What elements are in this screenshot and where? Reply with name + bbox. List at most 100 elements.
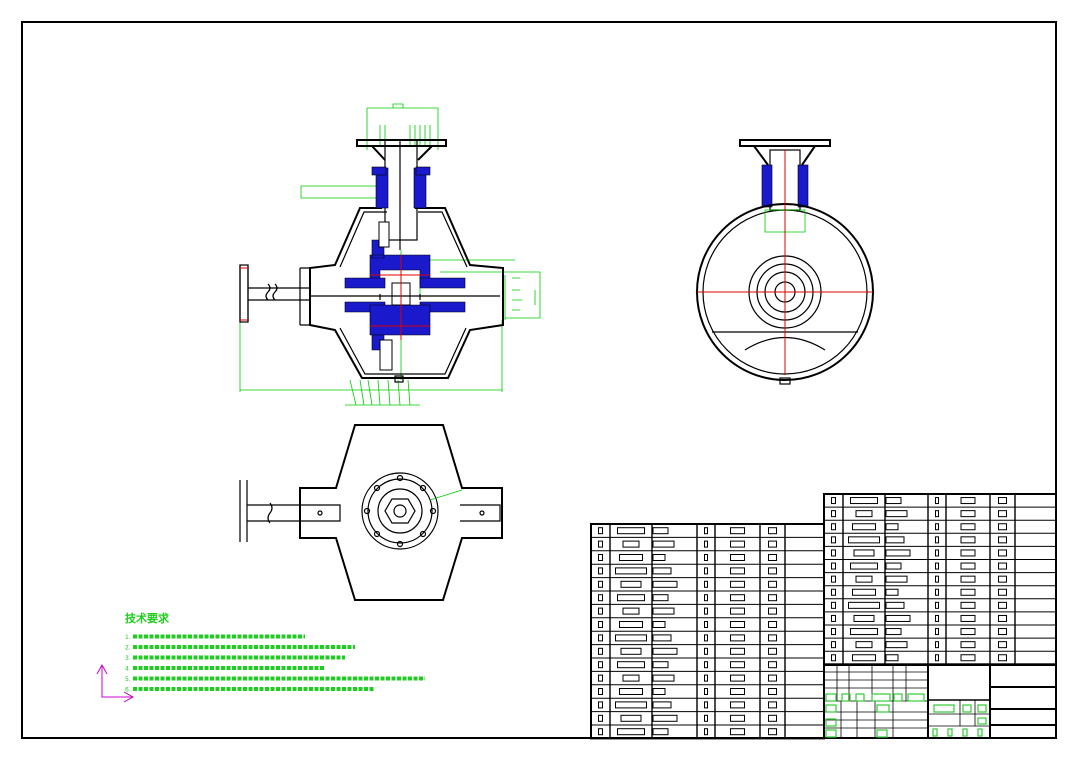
parts-cell-text — [885, 654, 899, 662]
parts-cell-text — [617, 728, 645, 736]
parts-cell-text — [831, 536, 836, 544]
parts-cell-text — [831, 510, 836, 518]
title-block-field — [855, 693, 865, 702]
parts-cell-text — [730, 728, 745, 736]
parts-cell-text — [652, 634, 672, 642]
parts-cell-text — [598, 714, 603, 722]
parts-cell-text — [850, 497, 878, 505]
parts-cell-text — [730, 554, 745, 561]
parts-cell-text — [598, 701, 603, 709]
parts-cell-text — [960, 562, 976, 570]
parts-cell-text — [935, 497, 939, 505]
parts-cell-text — [885, 549, 911, 557]
parts-cell-text — [885, 497, 902, 505]
requirement-number: 4. — [125, 666, 131, 673]
parts-cell-text — [960, 628, 976, 636]
parts-cell-text — [704, 527, 708, 535]
parts-cell-text — [652, 661, 669, 669]
title-block-field — [947, 728, 953, 737]
parts-cell-text — [855, 641, 873, 649]
parts-cell-text — [652, 674, 675, 682]
parts-cell-text — [960, 510, 976, 518]
parts-cell-text — [598, 567, 603, 575]
parts-cell-text — [730, 634, 745, 642]
tech-requirements-heading: 技术要求 — [125, 611, 170, 625]
title-block — [823, 664, 1057, 739]
title-block-field — [825, 718, 837, 727]
parts-cell-text — [935, 588, 939, 596]
parts-cell-text — [704, 701, 708, 709]
parts-cell-text — [935, 628, 939, 636]
title-block-field — [907, 693, 925, 702]
parts-cell-text — [960, 497, 976, 505]
parts-cell-text — [652, 728, 669, 736]
parts-cell-text — [850, 562, 878, 570]
parts-cell-text — [885, 588, 899, 596]
parts-cell-text — [622, 540, 640, 548]
parts-cell-text — [617, 527, 645, 535]
parts-cell-text — [850, 628, 878, 636]
title-block-field — [962, 728, 968, 737]
top-flange — [356, 139, 447, 161]
title-block-field — [962, 704, 972, 713]
parts-cell-text — [768, 647, 777, 655]
parts-cell-text — [730, 567, 745, 575]
parts-cell-text — [652, 714, 678, 722]
title-block-field — [977, 717, 987, 725]
parts-cell-text — [619, 554, 643, 561]
parts-cell-text — [768, 674, 777, 682]
parts-cell-text — [831, 575, 836, 583]
title-block-field — [871, 693, 891, 702]
parts-cell-text — [730, 661, 745, 669]
parts-cell-text — [998, 601, 1007, 609]
parts-cell-text — [598, 688, 603, 695]
requirement-number: 6. — [125, 687, 131, 694]
title-block-field — [932, 728, 938, 737]
parts-cell-text — [652, 527, 669, 535]
parts-cell-text — [885, 601, 905, 609]
parts-cell-text — [885, 628, 902, 636]
parts-cell-text — [831, 588, 836, 596]
parts-cell-text — [704, 634, 708, 642]
parts-cell-text — [622, 607, 640, 615]
parts-cell-text — [935, 601, 939, 609]
parts-cell-text — [704, 688, 708, 695]
parts-cell-text — [652, 647, 678, 655]
parts-cell-text — [730, 674, 745, 682]
parts-cell-text — [768, 554, 777, 561]
parts-cell-text — [960, 549, 976, 557]
title-block-field — [825, 704, 837, 713]
parts-cell-text — [598, 674, 603, 682]
parts-cell-text — [622, 674, 640, 682]
parts-cell-text — [768, 607, 777, 615]
title-block-field — [933, 704, 955, 713]
parts-cell-text — [704, 607, 708, 615]
top-view — [239, 424, 503, 601]
parts-cell-text — [935, 641, 939, 649]
parts-cell-text — [652, 554, 666, 561]
parts-cell-text — [704, 554, 708, 561]
parts-cell-text — [617, 661, 645, 669]
parts-cell-text — [935, 510, 939, 518]
front-section-view — [239, 103, 541, 406]
parts-cell-text — [998, 523, 1007, 531]
parts-cell-text — [960, 614, 976, 622]
parts-cell-text — [885, 536, 905, 544]
parts-cell-text — [704, 580, 708, 588]
parts-cell-text — [652, 621, 666, 628]
parts-cell-text — [998, 588, 1007, 596]
parts-cell-text — [885, 575, 908, 583]
parts-cell-text — [855, 510, 873, 518]
parts-cell-text — [885, 523, 899, 531]
parts-cell-text — [998, 628, 1007, 636]
parts-cell-text — [704, 674, 708, 682]
parts-list-and-title-block — [590, 493, 1057, 740]
parts-cell-text — [831, 562, 836, 570]
title-block-field — [876, 729, 888, 738]
title-block-field — [893, 693, 903, 702]
parts-cell-text — [885, 641, 908, 649]
sectioned-parts — [344, 166, 466, 351]
parts-cell-text — [768, 728, 777, 736]
parts-cell-text — [730, 580, 745, 588]
